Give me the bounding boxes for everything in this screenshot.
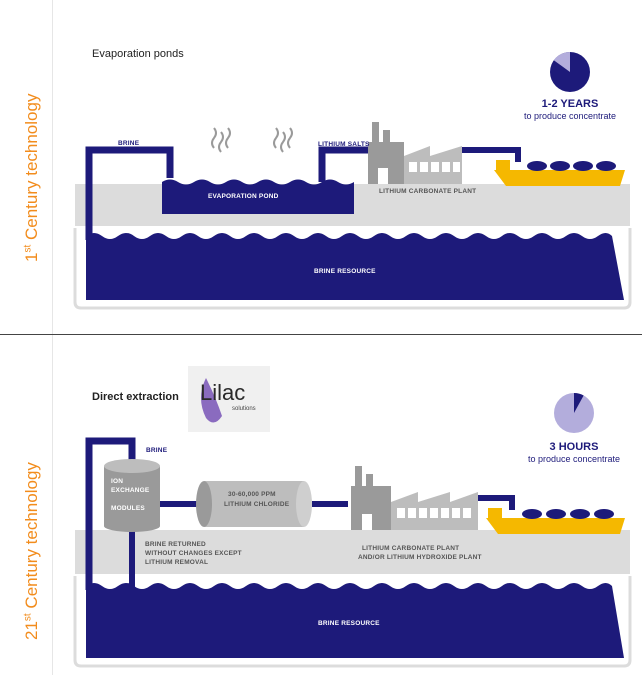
brine-resource-label: BRINE RESOURCE <box>318 620 380 627</box>
brine-returned-line2: WITHOUT CHANGES EXCEPT <box>145 550 242 557</box>
time-value: 1-2 YEARS <box>541 98 599 110</box>
vapor-icon <box>287 127 293 149</box>
ship-icon <box>486 508 625 534</box>
time-pie-chart <box>554 393 594 433</box>
lilac-logo-subtitle: solutions <box>232 406 256 412</box>
ppm-label-line1: 30-60,000 PPM <box>228 491 276 498</box>
brine-resource-label: BRINE RESOURCE <box>314 268 376 275</box>
resource-frame <box>73 228 632 310</box>
resource-frame <box>73 576 632 668</box>
vapor-icon <box>273 127 279 149</box>
time-caption: to produce concentrate <box>527 454 621 464</box>
evaporation-ponds-title: Evaporation ponds <box>92 48 184 60</box>
section-divider <box>0 334 642 335</box>
product-pipe <box>462 147 521 162</box>
evaporation-pond <box>162 179 354 214</box>
plant-label-line1: LITHIUM CARBONATE PLANT <box>362 545 460 552</box>
time-value: 3 HOURS <box>549 441 599 453</box>
product-pipe <box>478 495 515 510</box>
lilac-logo-text: Lilac <box>200 380 246 405</box>
direct-extraction-title: Direct extraction <box>92 391 179 403</box>
plant-label-line2: AND/OR LITHIUM HYDROXIDE PLANT <box>358 554 482 561</box>
lithium-carbonate-plant-label: LITHIUM CARBONATE PLANT <box>379 188 477 195</box>
brine-label: BRINE <box>118 140 140 147</box>
brine-resource-body <box>86 233 624 300</box>
vapor-icon <box>211 127 217 149</box>
left-column-separator <box>52 0 53 675</box>
factory-icon <box>368 122 462 184</box>
lithium-salts-label: LITHIUM SALTS <box>318 141 370 148</box>
lithium-salts-pipe <box>318 146 368 182</box>
ion-label-line3: MODULES <box>111 505 145 512</box>
evaporation-diagram-graphic <box>73 52 632 310</box>
lilac-logo-mark <box>201 378 222 423</box>
ion-exchange-modules-icon <box>104 459 160 532</box>
brine-pipe <box>85 437 136 590</box>
ground-layer <box>75 530 630 574</box>
vapor-icon <box>280 131 286 153</box>
brine-label: BRINE <box>146 447 168 454</box>
ppm-label-line2: LITHIUM CHLORIDE <box>224 501 290 508</box>
brine-resource-body <box>86 583 624 658</box>
vapor-icon <box>225 127 231 149</box>
vapor-icon <box>218 131 224 153</box>
evaporation-pond-label: EVAPORATION POND <box>208 193 279 200</box>
time-pie-chart <box>550 52 590 92</box>
lithium-chloride-tank-icon <box>196 481 312 527</box>
ship-icon <box>494 160 625 186</box>
factory-icon <box>351 466 478 530</box>
brine-pipe <box>85 146 174 240</box>
ion-label-line1: ION <box>111 478 124 485</box>
ion-label-line2: EXCHANGE <box>111 487 150 494</box>
brine-returned-line3: LITHIUM REMOVAL <box>145 559 209 566</box>
brine-returned-line1: BRINE RETURNED <box>145 541 206 548</box>
time-caption: to produce concentrate <box>523 111 617 121</box>
